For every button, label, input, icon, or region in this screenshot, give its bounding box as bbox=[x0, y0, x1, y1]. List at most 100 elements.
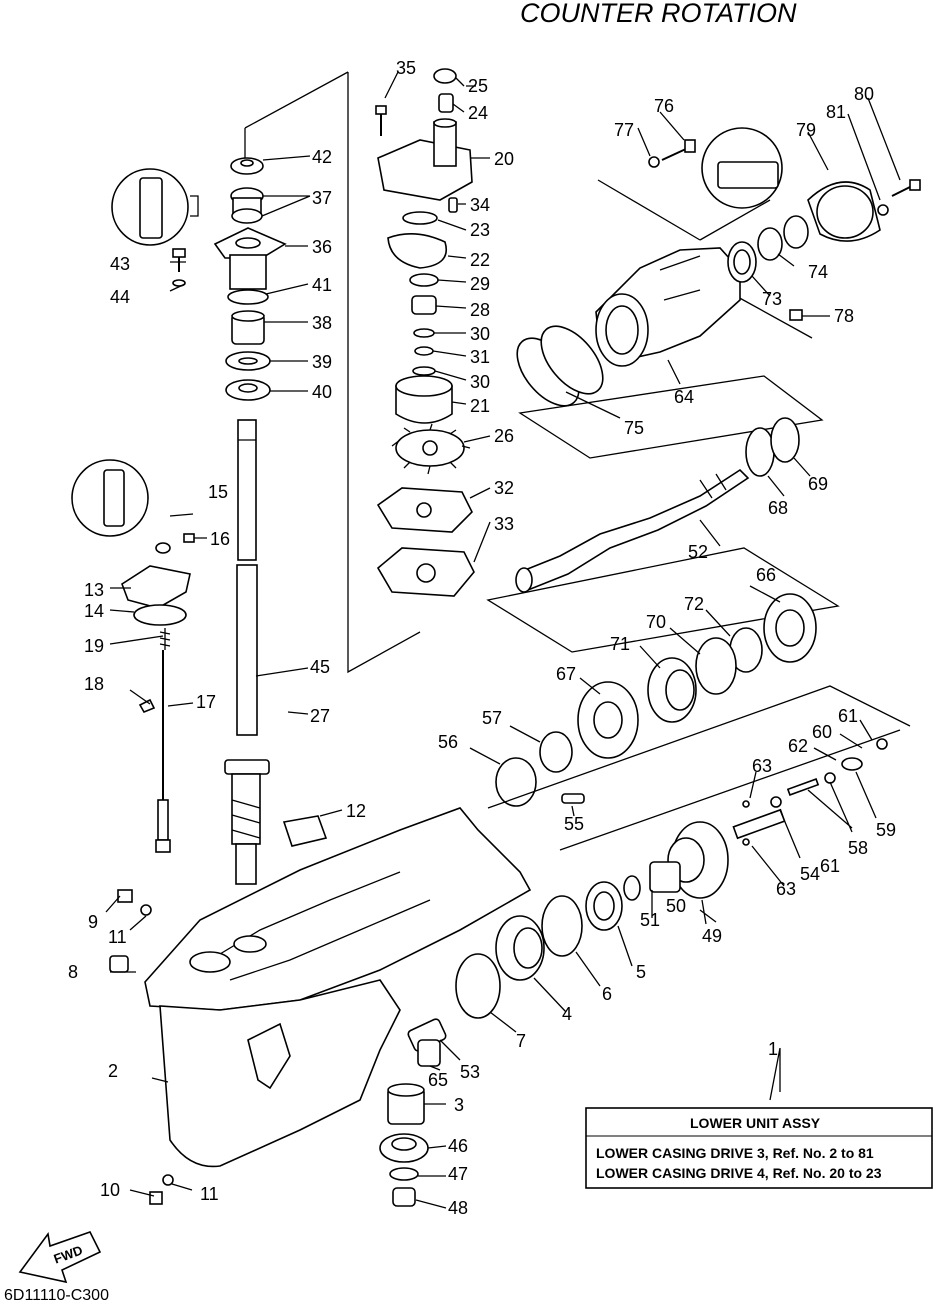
callout-label: 34 bbox=[470, 195, 490, 215]
callout-label: 73 bbox=[762, 289, 782, 309]
callout-label: 41 bbox=[312, 275, 332, 295]
callout-label: 53 bbox=[460, 1062, 480, 1082]
callout-label: 37 bbox=[312, 188, 332, 208]
callout-label: 30 bbox=[470, 372, 490, 392]
legend-heading: LOWER UNIT ASSY bbox=[690, 1115, 821, 1131]
callout-label: 30 bbox=[470, 324, 490, 344]
callout-label: 15 bbox=[208, 482, 228, 502]
callout-label: 58 bbox=[848, 838, 868, 858]
legend-line: LOWER CASING DRIVE 3, Ref. No. 2 to 81 bbox=[596, 1145, 874, 1161]
callout-label: 67 bbox=[556, 664, 576, 684]
callout-label: 45 bbox=[310, 657, 330, 677]
callout-label: 75 bbox=[624, 418, 644, 438]
callout-label: 35 bbox=[396, 58, 416, 78]
callout-label: 79 bbox=[796, 120, 816, 140]
callout-label: 63 bbox=[752, 756, 772, 776]
callout-label: 72 bbox=[684, 594, 704, 614]
callout-label: 76 bbox=[654, 96, 674, 116]
callout-label: 48 bbox=[448, 1198, 468, 1218]
diagram-title: COUNTER ROTATION bbox=[520, 0, 797, 28]
callout-label: 50 bbox=[666, 896, 686, 916]
leader-lines bbox=[105, 71, 901, 1209]
callout-label: 71 bbox=[610, 634, 630, 654]
callout-label: 68 bbox=[768, 498, 788, 518]
callout-label: 32 bbox=[494, 478, 514, 498]
propeller-shaft-housing-assembly bbox=[516, 127, 921, 407]
callout-label: 17 bbox=[196, 692, 216, 712]
callout-label: 52 bbox=[688, 542, 708, 562]
callout-labels: 1 2 3 4 5 6 7 8 9 10 11 11 12 13 14 15 1… bbox=[68, 58, 896, 1218]
callout-label: 62 bbox=[788, 736, 808, 756]
callout-label: 56 bbox=[438, 732, 458, 752]
shift-rod-assembly bbox=[71, 459, 195, 853]
gear-train bbox=[455, 593, 911, 1019]
callout-label: 63 bbox=[776, 879, 796, 899]
callout-label: 36 bbox=[312, 237, 332, 257]
callout-label: 51 bbox=[640, 910, 660, 930]
callout-label: 65 bbox=[428, 1070, 448, 1090]
callout-label: 74 bbox=[808, 262, 828, 282]
callout-label: 6 bbox=[602, 984, 612, 1004]
lower-unit-legend: LOWER UNIT ASSY LOWER CASING DRIVE 3, Re… bbox=[585, 1107, 933, 1189]
callout-label: 33 bbox=[494, 514, 514, 534]
callout-label: 24 bbox=[468, 103, 488, 123]
callout-label: 38 bbox=[312, 313, 332, 333]
callout-label: 47 bbox=[448, 1164, 468, 1184]
callout-label: 77 bbox=[614, 120, 634, 140]
callout-label: 3 bbox=[454, 1095, 464, 1115]
callout-label: 44 bbox=[110, 287, 130, 307]
callout-label: 60 bbox=[812, 722, 832, 742]
propeller-shaft bbox=[486, 375, 840, 653]
callout-label: 69 bbox=[808, 474, 828, 494]
callout-label: 8 bbox=[68, 962, 78, 982]
legend-line: LOWER CASING DRIVE 4, Ref. No. 20 to 23 bbox=[596, 1165, 882, 1181]
callout-label: 61 bbox=[820, 856, 840, 876]
callout-label: 78 bbox=[834, 306, 854, 326]
callout-label: 21 bbox=[470, 396, 490, 416]
callout-label: 57 bbox=[482, 708, 502, 728]
callout-label: 61 bbox=[838, 706, 858, 726]
callout-label: 39 bbox=[312, 352, 332, 372]
callout-label: 40 bbox=[312, 382, 332, 402]
callout-label: 66 bbox=[756, 565, 776, 585]
callout-label: 9 bbox=[88, 912, 98, 932]
callout-label: 27 bbox=[310, 706, 330, 726]
callout-label: 22 bbox=[470, 250, 490, 270]
callout-label: 81 bbox=[826, 102, 846, 122]
lower-casing bbox=[109, 807, 532, 1207]
callout-label: 19 bbox=[84, 636, 104, 656]
callout-label: 59 bbox=[876, 820, 896, 840]
callout-label: 14 bbox=[84, 601, 104, 621]
drive-shaft-assembly bbox=[111, 71, 421, 885]
callout-label: 80 bbox=[854, 84, 874, 104]
callout-label: 10 bbox=[100, 1180, 120, 1200]
diagram-code: 6D11110-C300 bbox=[4, 1287, 109, 1304]
callout-label: 64 bbox=[674, 387, 694, 407]
callout-label: 23 bbox=[470, 220, 490, 240]
callout-label: 42 bbox=[312, 147, 332, 167]
callout-label: 29 bbox=[470, 274, 490, 294]
callout-label: 49 bbox=[702, 926, 722, 946]
fwd-arrow-icon bbox=[18, 1231, 102, 1284]
callout-label: 5 bbox=[636, 962, 646, 982]
callout-label: 46 bbox=[448, 1136, 468, 1156]
callout-label: 4 bbox=[562, 1004, 572, 1024]
callout-label: 12 bbox=[346, 801, 366, 821]
callout-label: 25 bbox=[468, 76, 488, 96]
callout-label: 1 bbox=[768, 1039, 778, 1059]
callout-label: 7 bbox=[516, 1031, 526, 1051]
callout-label: 28 bbox=[470, 300, 490, 320]
callout-label: 11 bbox=[200, 1184, 219, 1204]
callout-label: 20 bbox=[494, 149, 514, 169]
callout-label: 2 bbox=[108, 1061, 118, 1081]
callout-label: 11 bbox=[108, 927, 127, 947]
callout-label: 55 bbox=[564, 814, 584, 834]
bolt-and-washer bbox=[172, 248, 186, 287]
callout-label: 31 bbox=[470, 347, 490, 367]
callout-label: 54 bbox=[800, 864, 820, 884]
callout-label: 18 bbox=[84, 674, 104, 694]
callout-label: 13 bbox=[84, 580, 104, 600]
callout-label: 16 bbox=[210, 529, 230, 549]
callout-label: 43 bbox=[110, 254, 130, 274]
